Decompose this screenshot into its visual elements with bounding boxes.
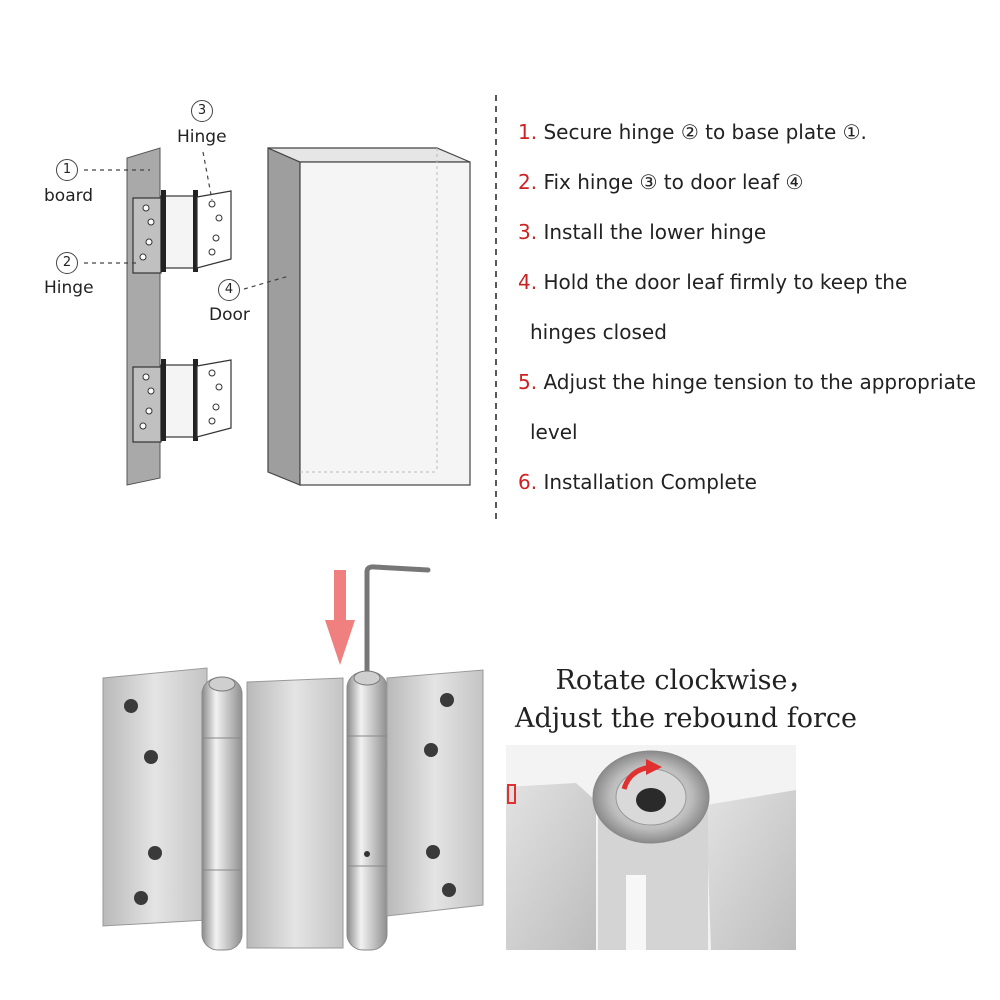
hinge-closeup-illustration: [506, 745, 796, 950]
door-leaf-shape: [267, 147, 471, 486]
label-hinge-lower: Hinge: [44, 278, 94, 298]
step-3: 3. Install the lower hinge: [518, 220, 767, 244]
hinge-product-illustration: [102, 564, 484, 951]
hex-key-icon: [364, 564, 431, 681]
label-num-door: 4: [218, 279, 240, 301]
label-num-hinge-upper: 3: [191, 100, 213, 122]
installation-diagram: [84, 95, 497, 520]
installation-steps: 1. Secure hinge ② to base plate ①. 2. Fi…: [518, 112, 988, 512]
upper-hinge-assembly: [132, 190, 232, 274]
down-arrow-icon: [325, 570, 355, 665]
step-6: 6. Installation Complete: [518, 470, 757, 494]
label-num-hinge-lower: 2: [56, 252, 78, 274]
step-2: 2. Fix hinge ③ to door leaf ④: [518, 170, 804, 194]
label-num-board: 1: [56, 159, 78, 181]
step-5: 5. Adjust the hinge tension to the appro…: [518, 370, 977, 394]
lower-hinge-assembly: [132, 359, 232, 443]
step-5-continuation: level: [530, 420, 578, 444]
step-1: 1. Secure hinge ② to base plate ①.: [518, 120, 867, 144]
label-board: board: [44, 186, 94, 206]
caption-line-2: Adjust the rebound force: [515, 703, 857, 734]
label-hinge-upper: Hinge: [177, 127, 227, 147]
caption-line-1: Rotate clockwise，: [555, 665, 815, 696]
step-4-continuation: hinges closed: [530, 320, 667, 344]
label-door: Door: [209, 305, 250, 325]
step-4: 4. Hold the door leaf firmly to keep the: [518, 270, 908, 294]
